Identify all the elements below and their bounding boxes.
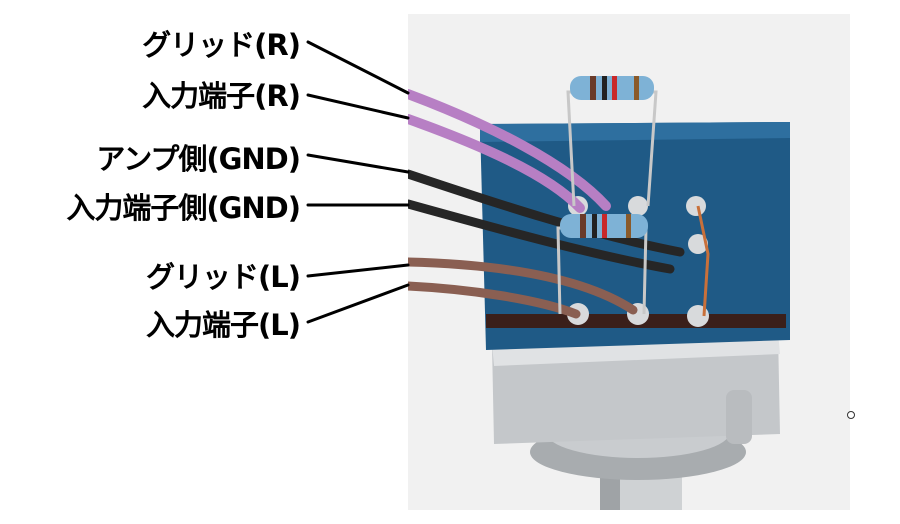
label-grid-l: グリッド(L): [146, 260, 301, 294]
leader-grid-l: [306, 263, 410, 278]
leader-input-l: [306, 283, 410, 324]
label-input-gnd: 入力端子側(GND): [66, 191, 301, 225]
label-input-l: 入力端子(L): [146, 308, 301, 342]
potentiometer-photo: [408, 14, 850, 510]
leader-grid-r: [306, 40, 410, 95]
label-input-r: 入力端子(R): [142, 79, 301, 113]
resistor-top: [566, 76, 658, 207]
purple-wire-grid-r: [408, 89, 611, 211]
copper-jumper: [696, 205, 710, 317]
black-wire-input-gnd: [408, 199, 675, 274]
leader-input-r: [306, 93, 410, 120]
pot-body-top: [480, 122, 790, 142]
label-grid-r: グリッド(R): [142, 28, 301, 62]
small-circle-marker: [847, 411, 855, 419]
resistor-bottom: [556, 214, 648, 315]
leader-amp-gnd: [306, 153, 410, 174]
purple-wire-input-r: [408, 114, 585, 213]
brown-wire-grid-l: [408, 257, 638, 315]
label-amp-gnd: アンプ側(GND): [96, 142, 301, 176]
anti-rotation-tab: [726, 390, 752, 444]
